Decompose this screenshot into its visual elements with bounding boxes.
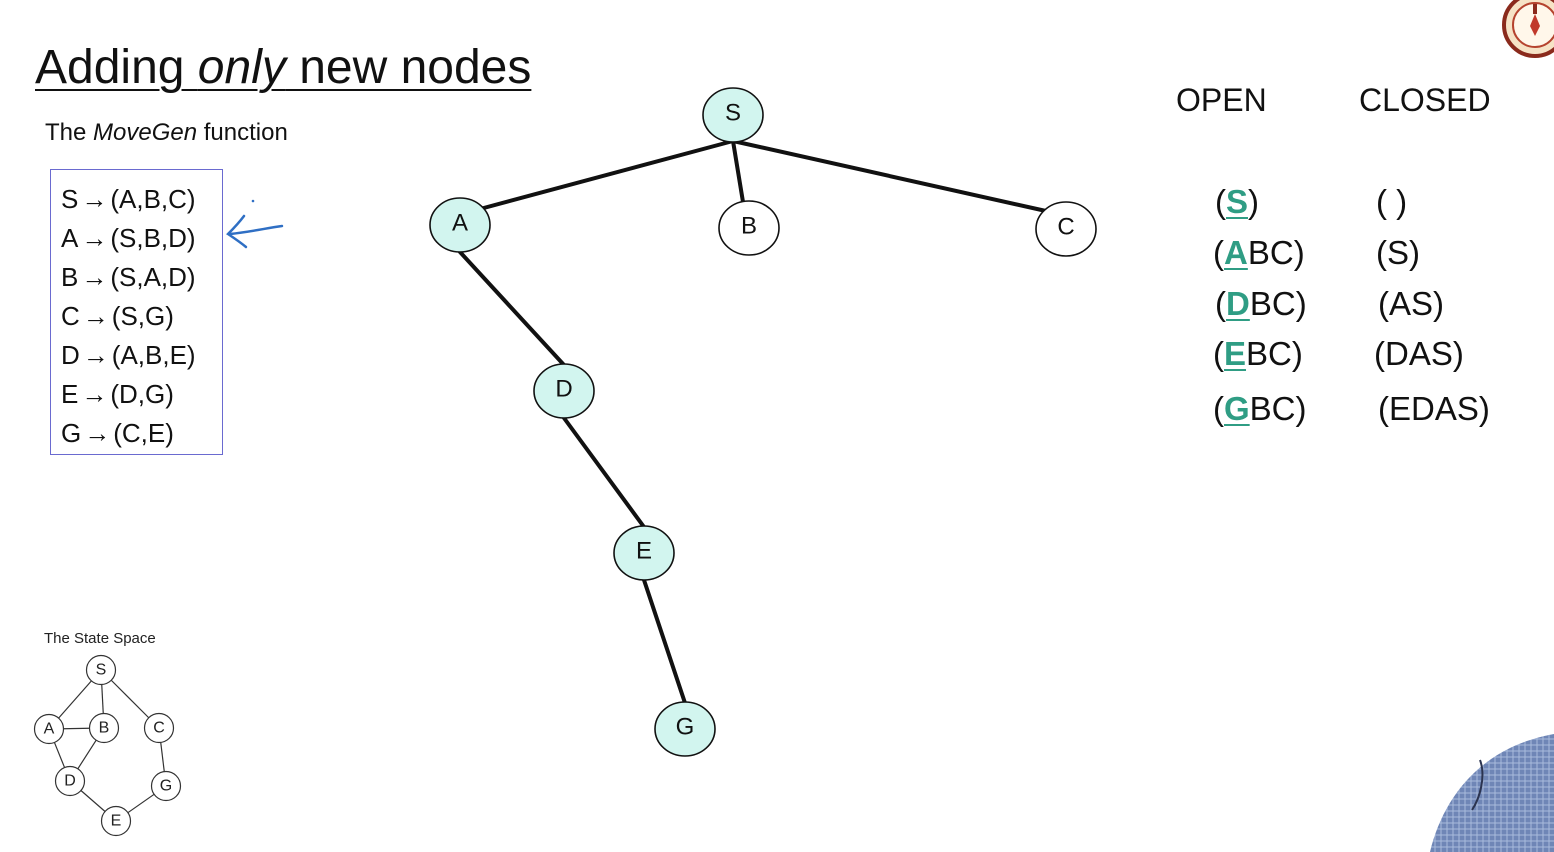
presenter-video: [1430, 734, 1554, 852]
closed-heading: CLOSED: [1359, 82, 1491, 118]
tree-nodes: S A B C D E G: [429, 87, 1097, 757]
right-arrow-icon: →: [81, 379, 108, 409]
title-prefix: Adding: [35, 41, 198, 94]
tree-node-circle: [702, 87, 764, 143]
movegen-rule: G→(C,E): [61, 418, 174, 448]
tree-node-circle: [613, 525, 675, 581]
closed-entry: (EDAS): [1378, 390, 1490, 427]
rule-from: S: [61, 184, 79, 214]
tree-node-s: S: [702, 87, 764, 143]
open-entry: (GBC): [1213, 390, 1307, 427]
tree-edge-s-c: [731, 139, 1048, 213]
tree-node-e: E: [613, 525, 675, 581]
movegen-caption-suffix: function: [197, 119, 288, 146]
rule-to: (A,B,C): [110, 184, 196, 214]
page-title: Adding only new nodes: [35, 38, 531, 98]
movegen-caption-emphasis: MoveGen: [93, 119, 198, 146]
tree-edge-e-g: [642, 578, 687, 705]
tree-node-c: C: [1035, 201, 1097, 257]
movegen-rule: D→(A,B,E): [61, 340, 196, 370]
tree-node-label: D: [555, 376, 572, 403]
tree-node-label: C: [1057, 214, 1074, 241]
closed-entry: ( ): [1376, 183, 1408, 220]
movegen-caption: The MoveGen function: [45, 118, 288, 148]
institute-logo: [1502, 0, 1554, 58]
tree-node-label: E: [636, 538, 652, 565]
title-emphasis: only: [197, 41, 286, 94]
tree-edge-d-e: [562, 416, 646, 529]
open-head-node: G: [1224, 390, 1250, 427]
open-heading: OPEN: [1176, 82, 1267, 118]
tree-node-circle: [533, 363, 595, 419]
tree-node-circle: [429, 197, 491, 253]
rule-to: (S,B,D): [110, 223, 196, 253]
open-rest-nodes: BC: [1249, 285, 1296, 322]
open-head-node: E: [1224, 335, 1247, 372]
right-arrow-icon: →: [82, 301, 109, 331]
rule-from: G: [61, 418, 82, 448]
rule-to: (A,B,E): [111, 340, 196, 370]
open-rest-nodes: BC: [1249, 390, 1296, 427]
rule-from: D: [61, 340, 80, 370]
open-entry: (S): [1215, 183, 1260, 220]
annotation-arrow-icon: [226, 199, 284, 249]
movegen-rule: E→(D,G): [61, 379, 174, 409]
rule-from: E: [61, 379, 79, 409]
state-space-caption: The State Space: [44, 630, 156, 647]
tree-edge-s-b: [731, 139, 745, 204]
rule-to: (C,E): [113, 418, 174, 448]
rule-to: (D,G): [110, 379, 174, 409]
right-arrow-icon: →: [81, 262, 108, 292]
right-arrow-icon: →: [82, 340, 109, 370]
tree-node-circle: [654, 701, 716, 757]
rule-from: B: [61, 262, 79, 292]
closed-entry: (DAS): [1374, 335, 1464, 372]
tree-node-label: A: [452, 210, 468, 237]
open-entry: (DBC): [1215, 285, 1307, 322]
tree-node-g: G: [654, 701, 716, 757]
tree-node-circle: [718, 200, 780, 256]
right-arrow-icon: →: [81, 223, 108, 253]
tree-edge-s-a: [478, 139, 735, 211]
closed-entry: (AS): [1378, 285, 1444, 322]
tree-edge-a-d: [458, 250, 566, 367]
tree-node-a: A: [429, 197, 491, 253]
tree-node-circle: [1035, 201, 1097, 257]
movegen-rule: A→(S,B,D): [61, 223, 196, 253]
open-rest-nodes: BC: [1246, 335, 1292, 372]
closed-entry: (S): [1376, 234, 1420, 271]
tree-node-b: B: [718, 200, 780, 256]
tree-node-label: G: [676, 714, 695, 741]
movegen-rule: B→(S,A,D): [61, 262, 196, 292]
rule-to: (S,A,D): [110, 262, 196, 292]
movegen-box: S→(A,B,C) A→(S,B,D) B→(S,A,D) C→(S,G) D→…: [50, 169, 223, 455]
open-head-node: D: [1226, 285, 1250, 322]
rule-to: (S,G): [111, 301, 174, 331]
open-head-node: A: [1224, 234, 1248, 271]
open-entry: (EBC): [1213, 335, 1303, 372]
open-rest-nodes: BC: [1247, 234, 1294, 271]
tree-node-d: D: [533, 363, 595, 419]
tree-edges: [458, 139, 1048, 705]
movegen-caption-prefix: The: [45, 119, 94, 146]
tree-node-label: S: [725, 100, 741, 127]
right-arrow-icon: →: [81, 184, 108, 214]
movegen-rule: C→(S,G): [61, 301, 174, 331]
open-head-node: S: [1226, 183, 1249, 220]
open-entry: (ABC): [1213, 234, 1305, 271]
rule-from: A: [61, 223, 79, 253]
right-arrow-icon: →: [84, 418, 111, 448]
rule-from: C: [61, 301, 80, 331]
movegen-rule: S→(A,B,C): [61, 184, 196, 214]
tree-node-label: B: [741, 213, 757, 240]
title-suffix: new nodes: [285, 41, 532, 94]
